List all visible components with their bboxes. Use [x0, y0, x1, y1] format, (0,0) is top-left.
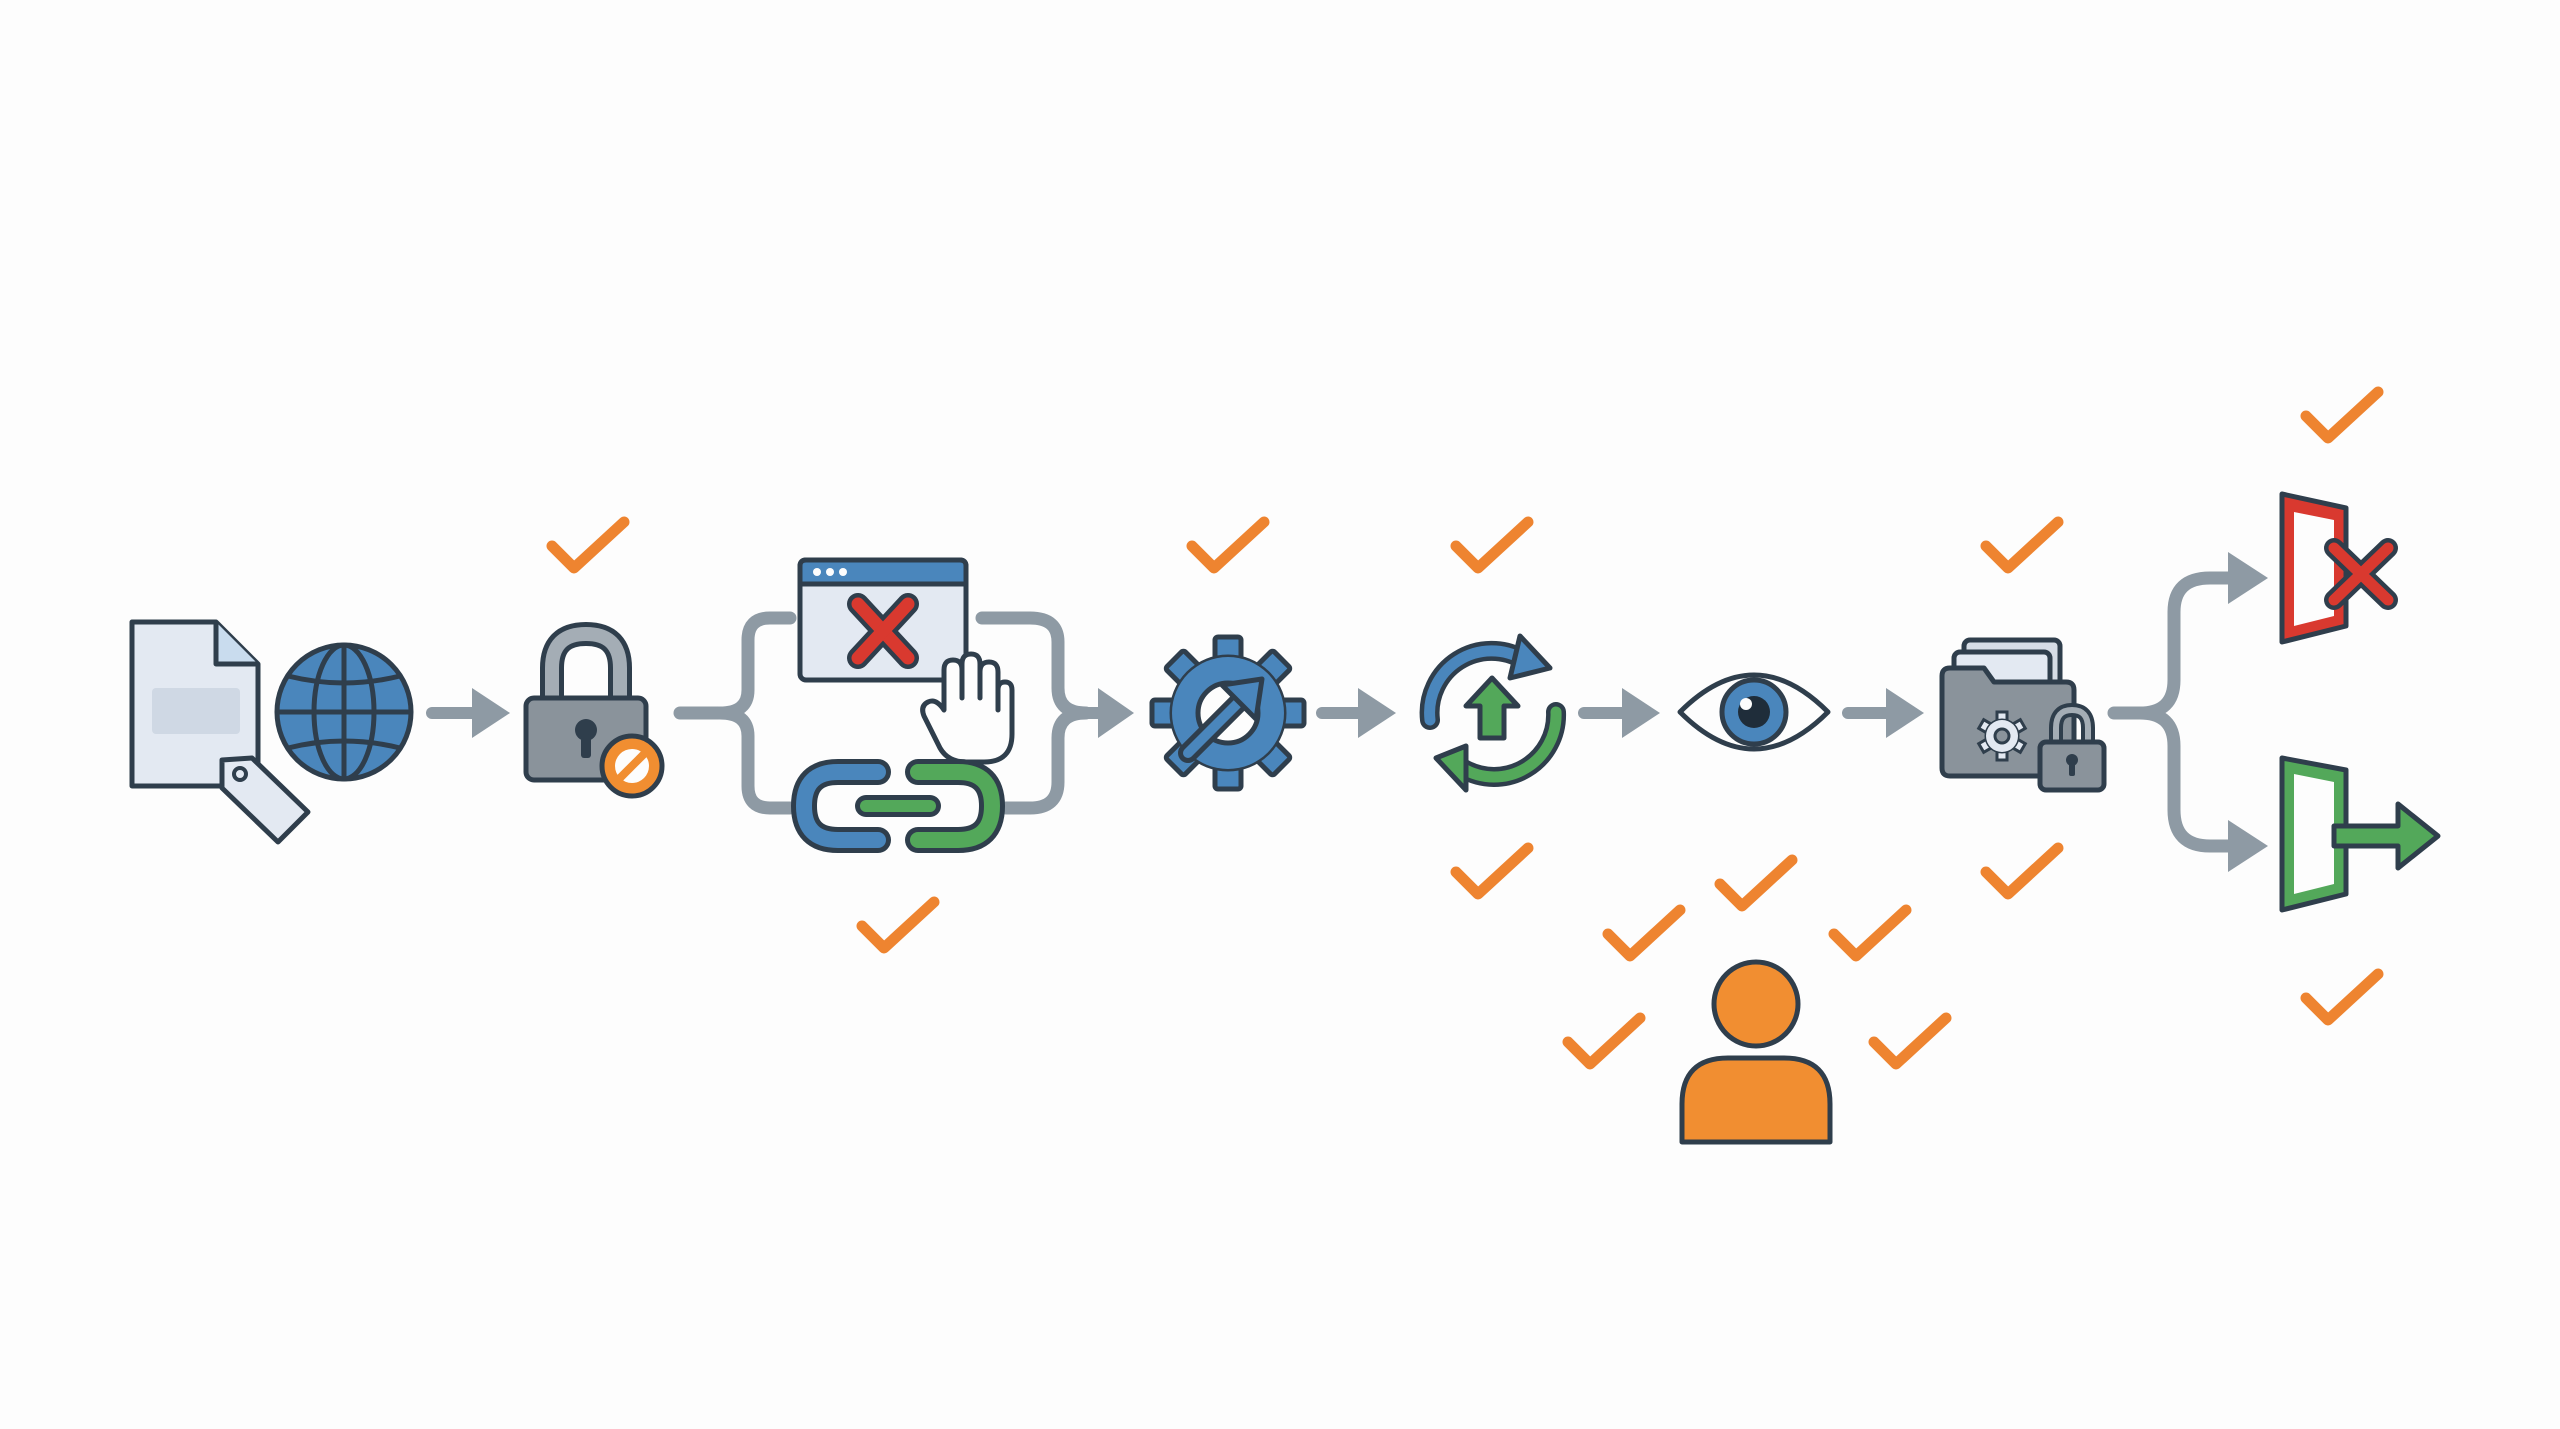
browser-window-error-icon	[797, 557, 969, 683]
exit-denied-icon	[2279, 491, 2398, 645]
tag-icon	[219, 755, 311, 845]
check-mark-icon	[2306, 974, 2378, 1020]
chain-link-icon	[790, 759, 1006, 853]
check-mark-icon	[1608, 910, 1680, 956]
connector-arrow-1	[426, 688, 510, 738]
connector-arrow-4	[1842, 688, 1924, 738]
folder-gear-lock-icon	[1939, 637, 2107, 793]
eye-icon	[1677, 672, 1831, 752]
padlock-icon	[523, 621, 649, 783]
gear-arrow-icon	[1149, 634, 1307, 792]
check-mark-icon	[2306, 392, 2378, 438]
hand-cursor-icon	[920, 651, 1015, 765]
person-icon	[1679, 959, 1833, 1145]
check-mark-icon	[1834, 910, 1906, 956]
connector-arrow-2	[1316, 688, 1396, 738]
check-mark-icon	[1720, 860, 1792, 906]
check-mark-icon	[1568, 1018, 1640, 1064]
check-mark-icon	[1456, 522, 1528, 568]
check-mark-icon	[862, 902, 934, 948]
check-mark-icon	[1456, 848, 1528, 894]
connector-brace-merge	[975, 611, 1134, 815]
prohibited-icon	[599, 733, 665, 799]
check-mark-icon	[1986, 848, 2058, 894]
connector-fork	[2107, 552, 2268, 872]
check-mark-icon	[552, 522, 624, 568]
connector-brace-split	[673, 611, 797, 815]
check-mark-icon	[1986, 522, 2058, 568]
check-mark-icon	[1192, 522, 1264, 568]
document-icon	[129, 619, 261, 789]
connector-arrow-3	[1578, 688, 1660, 738]
check-mark-icon	[1874, 1018, 1946, 1064]
globe-icon	[274, 642, 414, 782]
exit-allowed-icon	[2279, 755, 2441, 913]
sync-upload-icon	[1419, 633, 1567, 793]
